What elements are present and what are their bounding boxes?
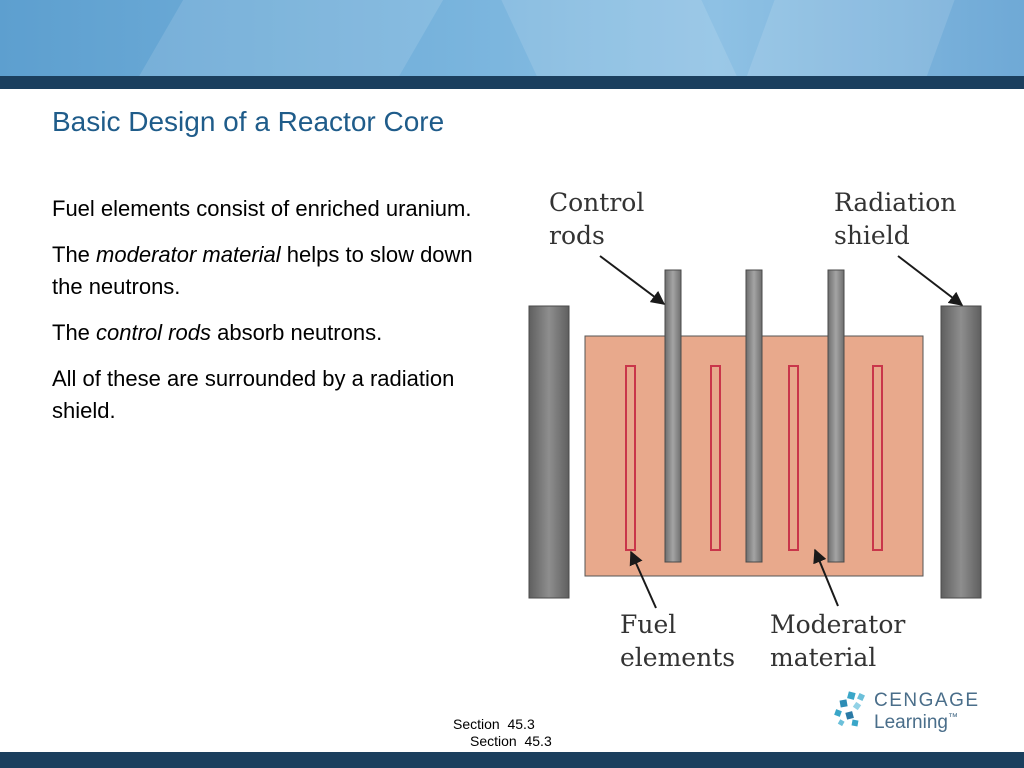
fuel-element [872, 365, 883, 551]
footer-section-label: Section 45.3 [453, 716, 535, 732]
top-banner [0, 0, 1024, 76]
label-radiation-shield: Radiation shield [834, 188, 957, 250]
logo-brand-text: CENGAGE [874, 690, 980, 711]
label-control-rods: Control rods [549, 188, 645, 250]
reactor-core-svg [528, 255, 982, 609]
banner-facet [113, 0, 467, 76]
header-stripe [0, 76, 1024, 89]
bullet-text: The [52, 242, 97, 267]
moderator-material-arrow [813, 548, 839, 607]
fuel-element [788, 365, 799, 551]
slide-title: Basic Design of a Reactor Core [52, 106, 445, 137]
emphasis-term: moderator material [96, 242, 281, 267]
bullet-text: absorb neutrons. [210, 320, 383, 345]
logo-sub-text: Learning™ [874, 712, 958, 734]
bullet-text: All of these are surrounded by a radiati… [52, 366, 455, 423]
cengage-logo: CENGAGE Learning™ [834, 690, 984, 738]
control-rod [664, 269, 682, 563]
label-moderator-material: Moderator material [770, 610, 906, 672]
control-rods-arrow [599, 255, 666, 305]
bullet-moderator: The moderator material helps to slow dow… [52, 239, 492, 303]
bullet-radiation-shield: All of these are surrounded by a radiati… [52, 363, 492, 427]
reactor-core-diagram: Control rods Radiation shield Fuel eleme… [520, 180, 990, 685]
body-text: Fuel elements consist of enriched uraniu… [52, 193, 492, 441]
label-fuel-elements: Fuel elements [620, 610, 736, 672]
cengage-logo-icon [834, 691, 865, 727]
footer-section-label: Section 45.3 [470, 733, 552, 749]
radiation-shield-arrow [897, 255, 964, 306]
bullet-text: The [52, 320, 97, 345]
control-rod [745, 269, 763, 563]
bullet-control-rods: The control rods absorb neutrons. [52, 317, 492, 349]
logo-trademark: ™ [947, 712, 958, 723]
footer-stripe [0, 752, 1024, 768]
bullet-fuel-elements: Fuel elements consist of enriched uraniu… [52, 193, 492, 225]
radiation-shield-right [940, 305, 982, 599]
banner-facet [730, 0, 970, 76]
bullet-text: Fuel elements consist of enriched uraniu… [52, 196, 472, 221]
banner-facet [482, 0, 758, 76]
logo-sub-word: Learning [874, 712, 948, 733]
fuel-element [625, 365, 636, 551]
fuel-elements-arrow [629, 550, 657, 609]
fuel-element [710, 365, 721, 551]
control-rod [827, 269, 845, 563]
radiation-shield-left [528, 305, 570, 599]
bullet-text: helps to slow down the neutrons. [52, 242, 473, 299]
emphasis-term: control rods [96, 320, 211, 345]
